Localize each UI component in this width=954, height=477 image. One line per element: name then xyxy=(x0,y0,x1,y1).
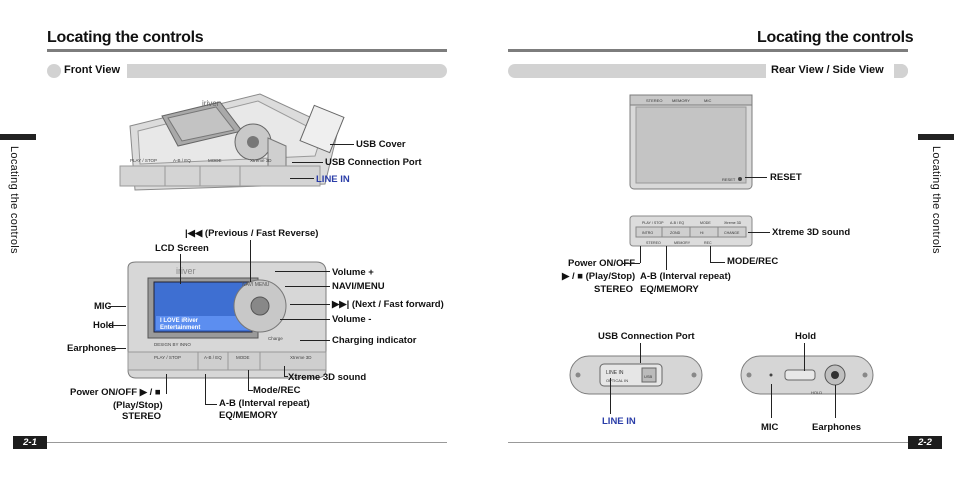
play-stop-icon: ▶ / ■ xyxy=(139,387,161,398)
next-icon: ▶▶| xyxy=(332,299,350,310)
label-prev: |◀◀ (Previous / Fast Reverse) xyxy=(185,228,319,239)
prev-icon: |◀◀ xyxy=(185,228,203,239)
label-side-line-in: LINE IN xyxy=(602,416,636,427)
label-mic: MIC xyxy=(94,301,112,312)
device-brand-flat: iriver xyxy=(176,266,196,276)
reset-hole xyxy=(738,177,742,181)
right-title-rule xyxy=(508,49,908,52)
label-rear-ab: A-B (Interval repeat) xyxy=(640,271,731,282)
strip-btn-1: ZOND xyxy=(670,231,681,235)
left-page-number: 2-1 xyxy=(13,436,47,449)
strip-top-3: Xtreme 3D xyxy=(724,221,742,225)
flat-btn-2: MODE xyxy=(236,355,250,360)
label-line-in: LINE IN xyxy=(316,174,350,185)
left-side-tab-marker xyxy=(0,134,36,140)
rear-top-2: MIC xyxy=(704,98,711,103)
rear-device: STEREO MEMORY MIC RESET xyxy=(629,94,753,190)
hold-side-view: HOLD xyxy=(740,355,874,395)
navi-text-flat: NAVI MENU xyxy=(242,282,270,288)
right-side-tab-text: Locating the controls xyxy=(930,146,942,254)
label-rear-xtreme: Xtreme 3D sound xyxy=(772,227,851,238)
device-buttons-text-2: MODE xyxy=(208,158,222,163)
label-rear-stereo: STEREO xyxy=(594,284,634,295)
label-power-on: Power ON/OFF ▶ / ■ xyxy=(70,387,161,398)
strip-bottom-2: REC xyxy=(704,241,712,245)
label-volume-plus: Volume + xyxy=(332,267,374,278)
label-side-earphones: Earphones xyxy=(812,422,862,433)
label-side-hold: Hold xyxy=(795,331,817,342)
left-page-title: Locating the controls xyxy=(47,29,204,46)
label-ab: A-B (Interval repeat) xyxy=(219,398,310,409)
rear-top-0: STEREO xyxy=(646,98,662,103)
front-view-heading: Front View xyxy=(64,64,121,76)
front-device-angled: iriver PLAY / STOP A-B / EQ MODE Xtreme … xyxy=(119,93,345,191)
strip-btn-3: CHANGE xyxy=(724,231,740,235)
flat-btn-1: A-B / EQ xyxy=(204,355,222,360)
device-brand-text: iriver xyxy=(202,99,220,108)
front-device-flat: I LOVE iRiver Entertainment iriver NAVI … xyxy=(127,261,327,379)
right-page-number: 2-2 xyxy=(908,436,942,449)
strip-top-0: PLAY / STOP xyxy=(642,221,664,225)
label-earphones: Earphones xyxy=(67,343,117,354)
label-usb-port: USB Connection Port xyxy=(325,157,422,168)
lcd-line1-text: I LOVE iRiver xyxy=(160,318,199,324)
right-page-title: Locating the controls xyxy=(757,29,914,46)
label-rear-power: Power ON/OFF xyxy=(568,258,636,269)
usb-port-tag: USB xyxy=(644,374,653,379)
strip-top-1: A-B / EQ xyxy=(670,221,684,225)
label-usb-cover: USB Cover xyxy=(356,139,406,150)
rear-top-1: MEMORY xyxy=(672,98,690,103)
flat-btn-0: PLAY / STOP xyxy=(154,355,181,360)
label-navi-menu: NAVI/MENU xyxy=(332,281,385,292)
label-xtreme: Xtreme 3D sound xyxy=(288,372,367,383)
flat-btn-3: Xtreme 3D xyxy=(290,355,312,360)
hold-tag: HOLD xyxy=(811,390,822,395)
usb-side-view: LINE IN OPTICAL IN USB xyxy=(569,355,703,395)
strip-bottom-1: MEMORY xyxy=(674,241,691,245)
rear-reset-tag: RESET xyxy=(722,177,736,182)
right-side-tab-marker xyxy=(918,134,954,140)
charge-text: Charge xyxy=(268,336,283,341)
label-rear-mode-rec: MODE/REC xyxy=(727,256,779,267)
label-lcd: LCD Screen xyxy=(155,243,209,254)
front-view-bar xyxy=(47,64,447,78)
label-side-usb-port: USB Connection Port xyxy=(598,331,695,342)
label-next: ▶▶| (Next / Fast forward) xyxy=(332,299,444,310)
left-side-tab-text: Locating the controls xyxy=(8,146,20,254)
left-title-rule xyxy=(47,49,447,52)
strip-bottom-0: STEREO xyxy=(646,241,661,245)
label-hold: Hold xyxy=(93,320,115,331)
label-mode-rec: Mode/REC xyxy=(253,385,301,396)
device-buttons-text-1: A-B / EQ xyxy=(173,158,191,163)
label-reset: RESET xyxy=(770,172,802,183)
device-buttons-text-3: Xtreme 3D xyxy=(250,158,272,163)
strip-btn-0: INTRO xyxy=(642,231,653,235)
label-rear-play-stop: ▶ / ■ (Play/Stop) xyxy=(562,271,636,282)
label-play-stop: (Play/Stop) xyxy=(113,400,163,411)
rear-view-heading: Rear View / Side View xyxy=(771,64,884,76)
label-rear-eq: EQ/MEMORY xyxy=(640,284,699,295)
rear-button-strip: PLAY / STOP A-B / EQ MODE Xtreme 3D INTR… xyxy=(629,215,753,247)
label-side-mic: MIC xyxy=(761,422,779,433)
label-eq: EQ/MEMORY xyxy=(219,410,278,421)
label-charging: Charging indicator xyxy=(332,335,417,346)
usb-line-in-tag: LINE IN xyxy=(606,370,624,376)
strip-top-2: MODE xyxy=(700,221,711,225)
label-volume-minus: Volume - xyxy=(332,314,372,325)
rear-play-stop-icon: ▶ / ■ xyxy=(562,271,583,282)
label-stereo: STEREO xyxy=(122,411,162,422)
device-buttons-text-0: PLAY / STOP xyxy=(130,158,157,163)
usb-optical-tag: OPTICAL IN xyxy=(606,378,628,383)
strip-btn-2: Hi xyxy=(700,231,704,235)
lcd-line2-text: Entertainment xyxy=(160,325,200,331)
design-text: DESIGN BY INNO xyxy=(154,342,191,347)
